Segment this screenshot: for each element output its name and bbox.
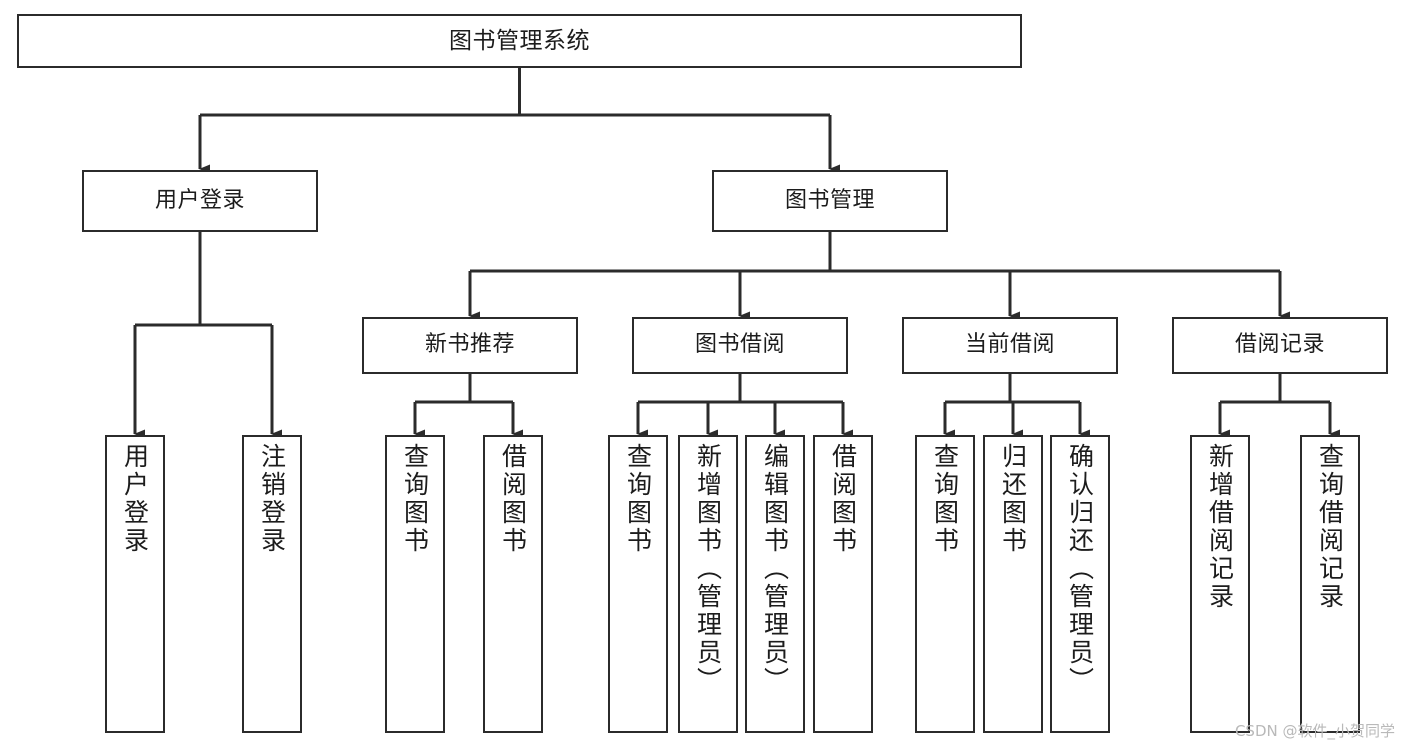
node-leaf-cb-return[interactable]: 归还图书 [983, 435, 1043, 733]
node-book-manage[interactable]: 图书管理 [712, 170, 948, 232]
node-label: 图书管理系统 [449, 27, 590, 54]
node-leaf-logout[interactable]: 注销登录 [242, 435, 302, 733]
node-leaf-rec-borrow[interactable]: 借阅图书 [483, 435, 543, 733]
edge-group [133, 68, 1340, 439]
node-label: 当前借阅 [964, 332, 1055, 358]
node-root[interactable]: 图书管理系统 [17, 14, 1022, 68]
node-leaf-br-add[interactable]: 新增借阅记录 [1190, 435, 1250, 733]
node-label: 借阅图书 [828, 443, 858, 555]
node-leaf-rec-query[interactable]: 查询图书 [385, 435, 445, 733]
node-label: 注销登录 [257, 443, 287, 555]
node-label: 编辑图书（管理员） [760, 443, 790, 695]
node-leaf-cb-query[interactable]: 查询图书 [915, 435, 975, 733]
node-label: 查询图书 [930, 443, 960, 555]
node-current-borrow[interactable]: 当前借阅 [902, 317, 1118, 374]
node-leaf-bb-edit[interactable]: 编辑图书（管理员） [745, 435, 805, 733]
node-label: 图书管理 [784, 187, 875, 213]
node-label: 新增图书（管理员） [693, 443, 723, 695]
node-label: 归还图书 [998, 443, 1028, 555]
watermark: CSDN @软件_小贺同学 [1234, 722, 1395, 740]
node-label: 查询图书 [400, 443, 430, 555]
node-leaf-bb-query[interactable]: 查询图书 [608, 435, 668, 733]
node-label: 查询借阅记录 [1315, 443, 1345, 611]
node-leaf-user-login[interactable]: 用户登录 [105, 435, 165, 733]
node-label: 新增借阅记录 [1205, 443, 1235, 611]
node-label: 用户登录 [154, 187, 245, 213]
node-label: 新书推荐 [424, 332, 515, 358]
node-leaf-br-query[interactable]: 查询借阅记录 [1300, 435, 1360, 733]
node-label: 借阅记录 [1234, 332, 1325, 358]
node-label: 借阅图书 [498, 443, 528, 555]
node-label: 查询图书 [623, 443, 653, 555]
node-label: 用户登录 [120, 443, 150, 555]
node-label: 图书借阅 [694, 332, 785, 358]
node-book-borrow[interactable]: 图书借阅 [632, 317, 848, 374]
node-label: 确认归还（管理员） [1065, 443, 1095, 695]
node-leaf-cb-confirm[interactable]: 确认归还（管理员） [1050, 435, 1110, 733]
node-leaf-bb-add[interactable]: 新增图书（管理员） [678, 435, 738, 733]
node-borrow-record[interactable]: 借阅记录 [1172, 317, 1388, 374]
node-user-login[interactable]: 用户登录 [82, 170, 318, 232]
node-new-book-rec[interactable]: 新书推荐 [362, 317, 578, 374]
node-leaf-bb-borrow[interactable]: 借阅图书 [813, 435, 873, 733]
